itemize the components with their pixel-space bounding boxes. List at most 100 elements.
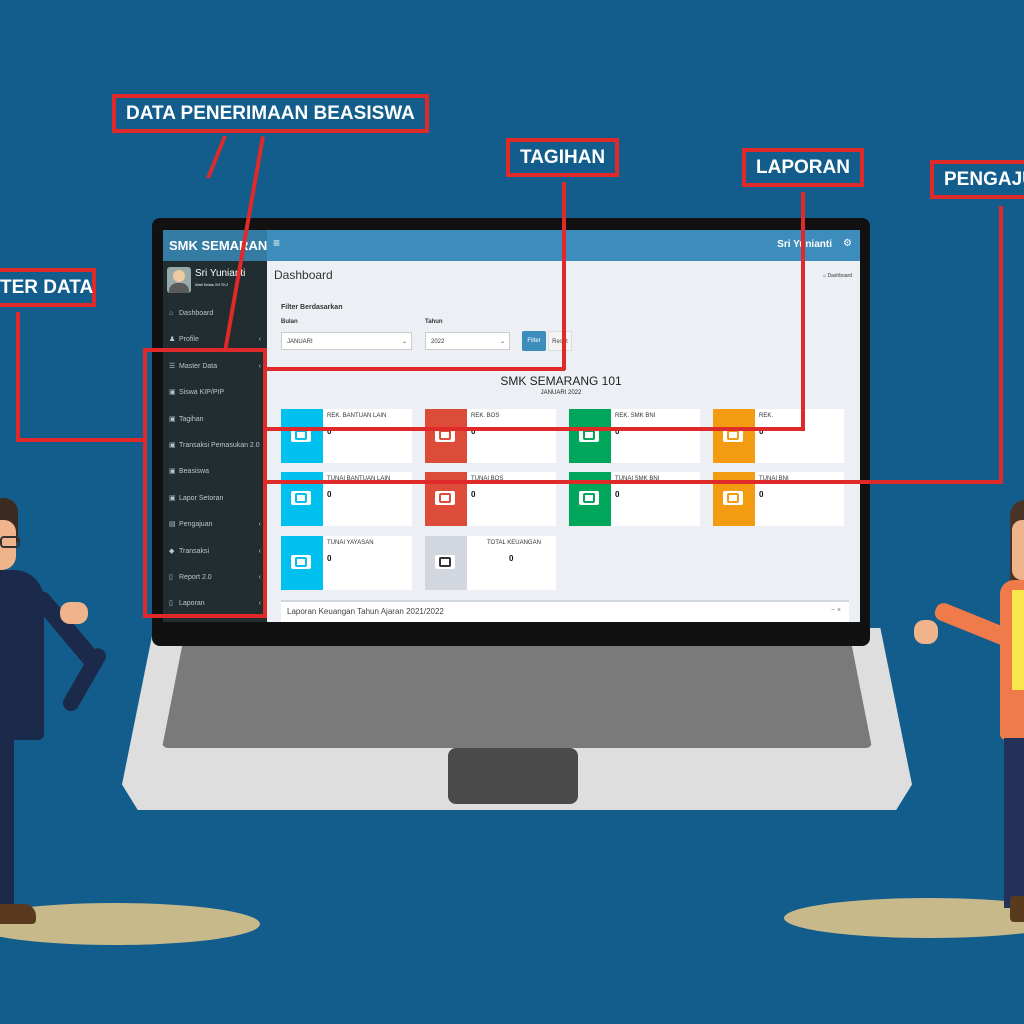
sidebar-item-label: Transaksi	[179, 547, 210, 555]
home-icon: ⌂	[823, 273, 828, 279]
info-box-icon-bg	[713, 409, 755, 463]
laptop-keyboard-deck	[162, 640, 872, 748]
callout-pengajuan: PENGAJU	[930, 160, 1024, 199]
sidebar-item-beasiswa[interactable]: ▣Beasiswa	[163, 459, 267, 485]
money-icon	[435, 491, 455, 505]
filter-heading: Filter Berdasarkan	[281, 304, 343, 311]
connector-line	[16, 312, 20, 442]
chevron-down-icon: ⌄	[499, 339, 505, 345]
info-box-label: REK.	[759, 413, 774, 419]
info-box-label: TUNAI BOS	[471, 476, 504, 482]
connector-line	[206, 136, 227, 178]
connector-line	[265, 427, 805, 431]
info-box-icon-bg	[281, 536, 323, 590]
month-select[interactable]: JANUARI ⌄	[281, 332, 412, 350]
sidebar-item-label: Siswa KIP/PIP	[179, 389, 225, 397]
chevron-left-icon: ‹	[258, 336, 261, 344]
info-box-icon-bg	[281, 409, 323, 463]
info-box: REK. BANTUAN LAIN 0	[281, 409, 412, 463]
sidebar-item-siswa-kip-pip[interactable]: ▣Siswa KIP/PIP	[163, 380, 267, 406]
home-icon: ⌂	[169, 310, 174, 317]
reset-button[interactable]: Reset	[548, 331, 572, 351]
info-box-label: TUNAI SMK BNI	[615, 476, 660, 482]
sidebar-item-label: Pengajuan	[179, 521, 213, 529]
info-box-icon-bg	[425, 409, 467, 463]
money-icon	[723, 428, 743, 442]
info-box-value: 0	[759, 427, 764, 436]
callout-master-data: TER DATA	[0, 268, 96, 307]
sidebar-item-dashboard[interactable]: ⌂ Dashboard	[163, 301, 267, 327]
month-label: Bulan	[281, 319, 298, 325]
file-icon: ▯	[169, 600, 173, 608]
money-icon: ▣	[169, 415, 176, 423]
sidebar-user-name: Sri Yunianti	[195, 268, 246, 279]
laptop-touchpad	[448, 748, 578, 804]
callout-laporan: LAPORAN	[742, 148, 864, 187]
sidebar-item-profile[interactable]: ♟Profile‹	[163, 327, 267, 353]
sidebar-item-label: Master Data	[179, 362, 218, 370]
chevron-left-icon: ‹	[258, 362, 261, 370]
connector-line	[16, 438, 144, 442]
panel-controls[interactable]: − ×	[830, 607, 841, 614]
info-box-value: 0	[327, 490, 332, 499]
connector-line	[265, 367, 565, 371]
sidebar-item-transaksi[interactable]: ◆Transaksi‹	[163, 539, 267, 565]
info-box-value: 0	[615, 427, 620, 436]
file-icon: ▯	[169, 573, 173, 581]
sidebar-item-label: Tagihan	[179, 415, 204, 423]
connector-line	[143, 614, 265, 618]
money-icon	[579, 491, 599, 505]
sidebar-item-master-data[interactable]: ☰Master Data‹	[163, 354, 267, 380]
sidebar-item-report-2-0[interactable]: ▯ Report 2.0 ‹	[163, 565, 267, 591]
info-box-value: 0	[327, 554, 332, 563]
money-icon	[291, 555, 311, 569]
filter-button[interactable]: Filter	[522, 331, 546, 351]
sidebar-item-label: Report 2.0	[179, 573, 212, 581]
callout-tagihan: TAGIHAN	[506, 138, 620, 177]
month-select-value: JANUARI	[287, 339, 313, 345]
app-logo[interactable]: SMK SEMARANG 101	[163, 230, 267, 261]
info-box-value: 0	[471, 490, 476, 499]
avatar	[167, 267, 191, 293]
info-box-label: REK. BANTUAN LAIN	[327, 413, 387, 419]
period-label: JANUARI 2022	[540, 390, 582, 396]
connector-line	[143, 348, 147, 618]
money-icon: ▣	[169, 389, 176, 397]
school-name: SMK SEMARANG 101	[500, 374, 622, 388]
sidebar-item-pengajuan[interactable]: ▤Pengajuan‹	[163, 512, 267, 538]
sidebar-item-label: Dashboard	[179, 310, 214, 317]
connector-line	[999, 206, 1003, 484]
chevron-down-icon: ⌄	[401, 339, 407, 345]
sidebar-item-label: Beasiswa	[179, 468, 209, 476]
money-icon	[291, 491, 311, 505]
laptop-screen: SMK SEMARANG 101 ≡ Sri Yunianti ⚙ Sri Yu…	[163, 230, 860, 622]
money-icon	[579, 428, 599, 442]
gears-icon[interactable]: ⚙	[843, 238, 852, 249]
info-box-value: 0	[615, 490, 620, 499]
callout-beasiswa: DATA PENERIMAAN BEASISWA	[112, 94, 429, 133]
money-icon: ▣	[169, 468, 176, 476]
menu-toggle-icon[interactable]: ≡	[273, 236, 281, 250]
sidebar-item-transaksi-pemasukan-2-0[interactable]: ▣Transaksi Pemasukan 2.0	[163, 433, 267, 459]
report-panel: Laporan Keuangan Tahun Ajaran 2021/2022 …	[281, 600, 849, 622]
info-box-value: 0	[509, 554, 514, 563]
chevron-left-icon: ‹	[258, 573, 261, 581]
money-icon: ▣	[169, 494, 176, 502]
breadcrumb-label: Dashboard	[827, 273, 852, 279]
sidebar-item-lapor-setoran[interactable]: ▣Lapor Setoran	[163, 486, 267, 512]
ground-shadow-right	[784, 898, 1024, 938]
sidebar-item-tagihan[interactable]: ▣Tagihan	[163, 407, 267, 433]
breadcrumb[interactable]: ⌂ Dashboard	[823, 273, 852, 279]
year-select[interactable]: 2022⌄	[425, 332, 510, 350]
ground-shadow-left	[0, 903, 260, 945]
info-box-value: 0	[327, 427, 332, 436]
connector-line	[562, 182, 566, 370]
info-box: REK. 0	[713, 409, 844, 463]
user-icon: ♟	[169, 336, 176, 344]
info-box-label: TUNAI BNI	[759, 476, 789, 482]
info-box-label: TUNAI BANTUAN LAIN	[327, 476, 391, 482]
sidebar-item-laporan[interactable]: ▯Laporan‹	[163, 591, 267, 617]
